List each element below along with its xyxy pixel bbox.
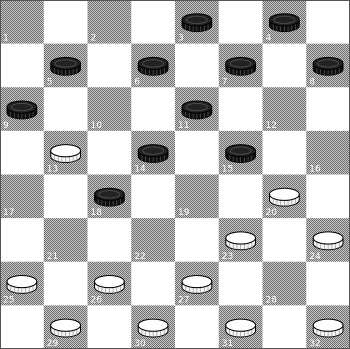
black-checker-piece[interactable] xyxy=(138,57,168,75)
light-square xyxy=(0,131,44,175)
light-square xyxy=(131,87,175,131)
square-number-label: 1 xyxy=(3,34,9,44)
checker-top xyxy=(313,319,343,331)
square-number-label: 5 xyxy=(47,77,53,87)
light-square xyxy=(306,87,350,131)
square-number-label: 7 xyxy=(222,77,228,87)
light-square xyxy=(263,44,307,88)
checker-top xyxy=(313,232,343,244)
square-number-label: 25 xyxy=(3,295,14,305)
black-checker-piece[interactable] xyxy=(313,57,343,75)
light-square xyxy=(0,44,44,88)
square-number-label: 22 xyxy=(134,252,145,262)
black-checker-piece[interactable] xyxy=(7,101,37,119)
light-square xyxy=(175,44,219,88)
light-square xyxy=(0,218,44,262)
light-square xyxy=(44,175,88,219)
light-square xyxy=(219,175,263,219)
black-checker-piece[interactable] xyxy=(95,188,125,206)
black-checker-piece[interactable] xyxy=(138,145,168,163)
light-square xyxy=(44,87,88,131)
light-square xyxy=(219,0,263,44)
square-number-label: 24 xyxy=(309,252,321,262)
black-checker-piece[interactable] xyxy=(182,14,212,32)
light-square xyxy=(263,305,307,349)
square-number-label: 29 xyxy=(47,339,59,349)
square-number-label: 8 xyxy=(309,77,315,87)
checker-top xyxy=(51,145,81,157)
square-number-label: 11 xyxy=(178,121,189,131)
checker-top xyxy=(138,319,168,331)
checker-top xyxy=(51,319,81,331)
square-number-label: 15 xyxy=(222,165,233,175)
white-checker-piece[interactable] xyxy=(313,319,343,337)
light-square xyxy=(44,262,88,306)
light-square xyxy=(219,262,263,306)
square-number-label: 6 xyxy=(134,77,140,87)
square-number-label: 31 xyxy=(222,339,233,349)
square-number-label: 19 xyxy=(178,208,190,218)
square-number-label: 2 xyxy=(91,34,97,44)
square-number-label: 27 xyxy=(178,295,189,305)
checker-top xyxy=(182,275,212,287)
light-square xyxy=(131,262,175,306)
light-square xyxy=(175,131,219,175)
white-checker-piece[interactable] xyxy=(226,319,256,337)
square-number-label: 23 xyxy=(222,252,233,262)
square-number-label: 9 xyxy=(3,121,9,131)
square-number-label: 18 xyxy=(91,208,103,218)
black-checker-piece[interactable] xyxy=(270,14,300,32)
light-square xyxy=(88,218,132,262)
light-square xyxy=(306,262,350,306)
square-number-label: 28 xyxy=(266,295,278,305)
light-square xyxy=(88,305,132,349)
light-square xyxy=(219,87,263,131)
square-number-label: 30 xyxy=(134,339,146,349)
white-checker-piece[interactable] xyxy=(138,319,168,337)
square-number-label: 21 xyxy=(47,252,58,262)
square-number-label: 14 xyxy=(134,165,146,175)
checker-top xyxy=(95,275,125,287)
light-square xyxy=(131,175,175,219)
white-checker-piece[interactable] xyxy=(270,188,300,206)
light-square xyxy=(306,175,350,219)
white-checker-piece[interactable] xyxy=(226,232,256,250)
checker-top xyxy=(226,232,256,244)
white-checker-piece[interactable] xyxy=(7,275,37,293)
checker-top xyxy=(7,275,37,287)
light-square xyxy=(175,218,219,262)
checker-top xyxy=(270,188,300,200)
light-square xyxy=(263,131,307,175)
white-checker-piece[interactable] xyxy=(51,319,81,337)
square-number-label: 26 xyxy=(91,295,103,305)
square-number-label: 10 xyxy=(91,121,103,131)
square-number-label: 3 xyxy=(178,34,184,44)
square-number-label: 20 xyxy=(266,208,278,218)
black-checker-piece[interactable] xyxy=(226,145,256,163)
checker-top xyxy=(226,319,256,331)
light-square xyxy=(88,44,132,88)
square-number-label: 12 xyxy=(266,121,277,131)
black-checker-piece[interactable] xyxy=(182,101,212,119)
square-number-label: 32 xyxy=(309,339,320,349)
square-number-label: 13 xyxy=(47,165,58,175)
light-square xyxy=(131,0,175,44)
black-checker-piece[interactable] xyxy=(226,57,256,75)
light-square xyxy=(0,305,44,349)
light-square xyxy=(44,0,88,44)
square-number-label: 16 xyxy=(309,165,321,175)
square-number-label: 17 xyxy=(3,208,14,218)
square-number-label: 4 xyxy=(266,34,272,44)
light-square xyxy=(263,218,307,262)
light-square xyxy=(175,305,219,349)
white-checker-piece[interactable] xyxy=(182,275,212,293)
white-checker-piece[interactable] xyxy=(51,145,81,163)
black-checker-piece[interactable] xyxy=(51,57,81,75)
light-square xyxy=(306,0,350,44)
light-square xyxy=(88,131,132,175)
white-checker-piece[interactable] xyxy=(313,232,343,250)
white-checker-piece[interactable] xyxy=(95,275,125,293)
